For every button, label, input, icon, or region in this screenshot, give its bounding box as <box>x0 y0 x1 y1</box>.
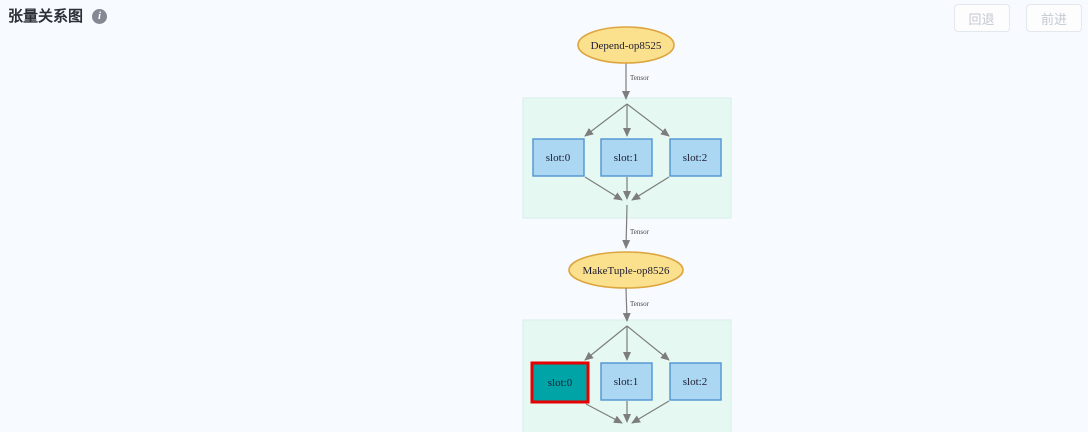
svg-text:slot:2: slot:2 <box>683 152 707 164</box>
svg-text:slot:0: slot:0 <box>546 152 571 164</box>
slot-node-g2-0-highlighted[interactable]: slot:0 <box>530 361 590 404</box>
edge-fanout1-slot0 <box>584 103 628 137</box>
edge-label-3: Tensor <box>630 300 650 308</box>
operator-node-maketuple[interactable]: MakeTuple-op8526 <box>568 251 684 289</box>
operator-node-depend[interactable]: Depend-op8525 <box>577 26 675 64</box>
slot-node-g2-1[interactable]: slot:1 <box>600 362 653 401</box>
svg-text:slot:1: slot:1 <box>614 152 638 164</box>
edge-group1-to-op2 <box>622 204 631 249</box>
svg-text:slot:1: slot:1 <box>614 376 638 388</box>
info-icon[interactable]: i <box>92 9 107 24</box>
edge-fanin2-slot0 <box>585 403 623 424</box>
back-button[interactable]: 回退 <box>953 4 1010 32</box>
slot-node-g1-0[interactable]: slot:0 <box>532 138 585 177</box>
forward-button[interactable]: 前进 <box>1026 4 1082 32</box>
edge-label-1: Tensor <box>630 74 650 82</box>
svg-text:slot:0: slot:0 <box>548 377 573 389</box>
slot-node-g2-2[interactable]: slot:2 <box>669 362 722 401</box>
slot-node-g1-2[interactable]: slot:2 <box>669 138 722 177</box>
page-title: 张量关系图 <box>8 8 84 25</box>
svg-text:slot:2: slot:2 <box>683 376 707 388</box>
edge-op2-to-group2 <box>622 287 631 322</box>
history-toolbar: 回退 前进 <box>942 4 1082 32</box>
edge-fanout1-slot2 <box>626 103 670 137</box>
edge-fanin1-slot0 <box>584 176 623 201</box>
edge-label-2: Tensor <box>630 228 650 236</box>
slot-node-g1-1[interactable]: slot:1 <box>600 138 653 177</box>
header-bar: 张量关系图 i 回退 前进 <box>0 0 1088 36</box>
edge-fanout2-slot2 <box>626 325 670 361</box>
edge-fanin2-slot2 <box>631 400 670 424</box>
edge-fanout2-slot0 <box>584 325 628 361</box>
edge-fanin1-slot2 <box>631 176 670 201</box>
svg-text:Depend-op8525: Depend-op8525 <box>591 40 662 52</box>
svg-text:MakeTuple-op8526: MakeTuple-op8526 <box>583 265 670 277</box>
